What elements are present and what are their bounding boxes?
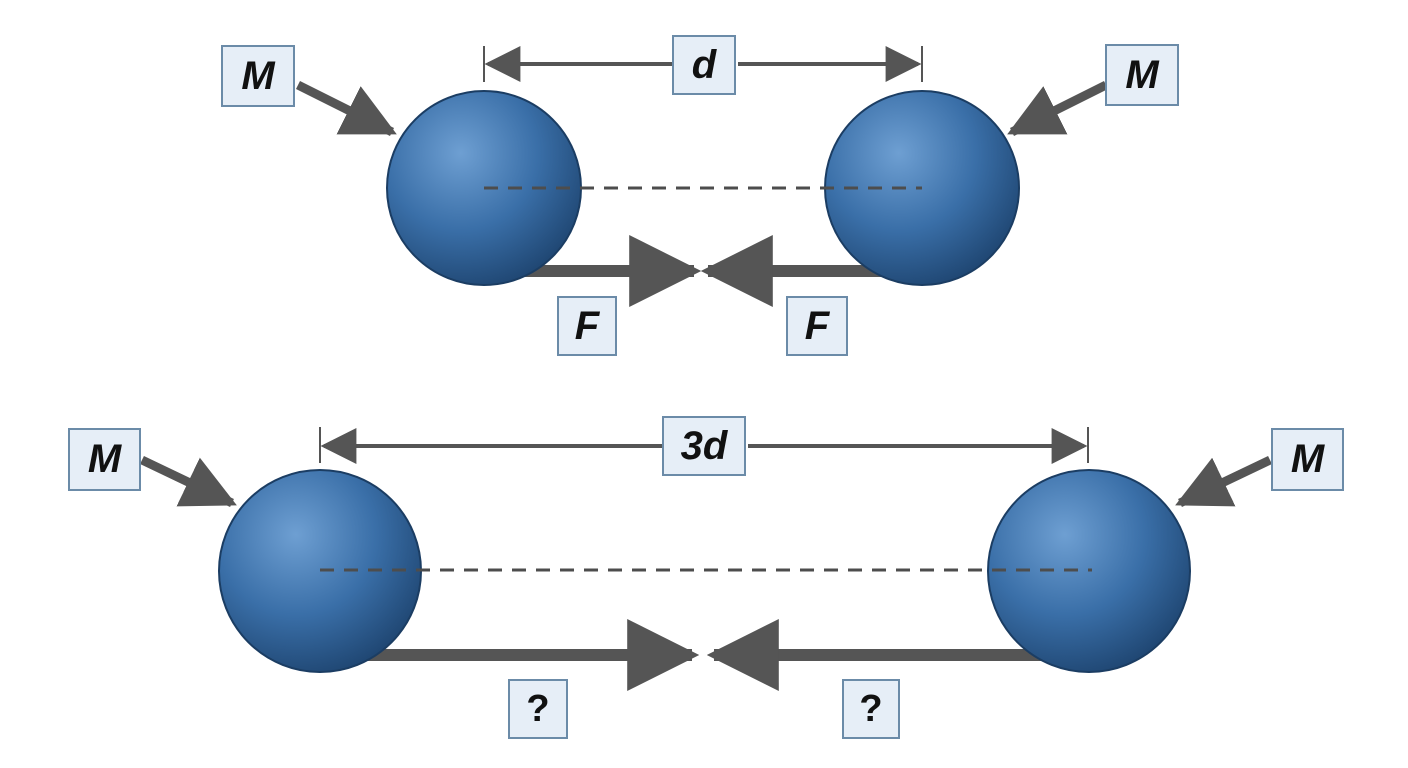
top-mass-left-label: M	[221, 45, 295, 107]
bottom-mass-right-label: M	[1271, 428, 1344, 491]
bottom-force-left-label: ?	[508, 679, 568, 739]
top-mass-right-pointer	[1007, 80, 1109, 137]
top-force-left-label: F	[557, 296, 617, 356]
top-mass-left-pointer	[295, 80, 397, 137]
bottom-distance-label: 3d	[662, 416, 746, 476]
bottom-mass-right-pointer	[1175, 455, 1272, 508]
top-distance-label: d	[672, 35, 736, 95]
bottom-mass-left-pointer	[140, 455, 237, 508]
top-force-right-label: F	[786, 296, 848, 356]
bottom-mass-left-label: M	[68, 428, 141, 491]
top-mass-right-label: M	[1105, 44, 1179, 106]
bottom-force-right-label: ?	[842, 679, 900, 739]
